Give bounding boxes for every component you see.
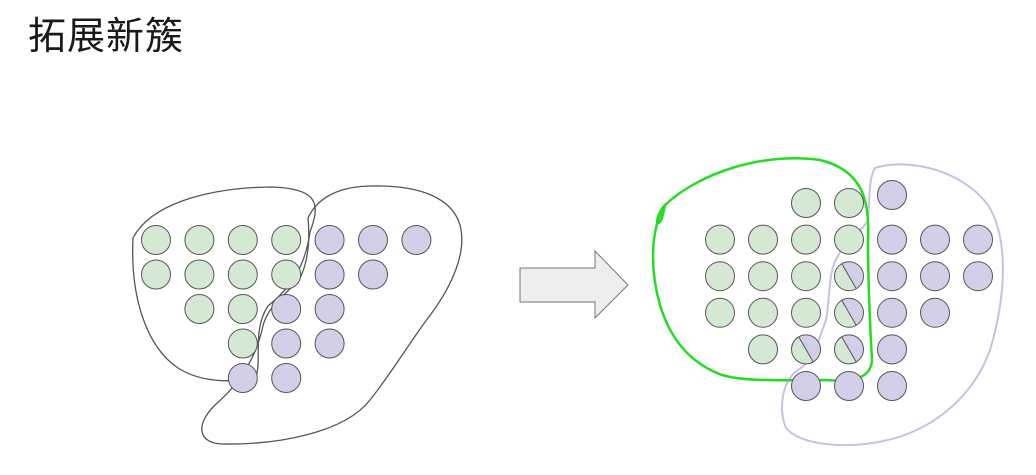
after-green-dot [748, 297, 778, 328]
slide-title: 拓展新簇 [28, 14, 185, 58]
after-split-dot [834, 261, 864, 292]
before-purple-dot [271, 294, 302, 324]
after-split-dot [834, 297, 864, 328]
after-purple-dot [963, 224, 993, 255]
after-green-dot [748, 261, 778, 292]
after-green-dot [748, 224, 778, 255]
before-purple-dot [401, 225, 432, 255]
before-purple-dot [358, 225, 388, 255]
after-purple-dot [920, 261, 950, 292]
before-green-dot [141, 259, 171, 290]
after-purple-dot [920, 224, 950, 255]
after-green-dot [791, 297, 821, 328]
before-green-dot [184, 294, 215, 324]
before-green-dot [141, 225, 171, 255]
before-green-cluster-outline [132, 186, 316, 382]
before-green-dot [184, 225, 215, 255]
before-dot-grid [141, 225, 432, 393]
after-cluster-outlines [651, 156, 1004, 447]
after-purple-dot [877, 224, 907, 255]
before-purple-dot [271, 363, 302, 393]
before-green-dot [227, 294, 258, 324]
after-split-dot [834, 334, 864, 365]
after-green-dot [748, 334, 778, 365]
before-purple-cluster-outline [201, 185, 463, 445]
after-green-dot [834, 188, 864, 218]
before-green-dot [271, 259, 302, 290]
after-green-dot [834, 224, 864, 255]
before-green-dot [227, 225, 258, 255]
before-purple-dot [227, 363, 258, 393]
before-purple-dot [314, 225, 345, 255]
before-green-dot [271, 225, 302, 255]
after-green-dot [705, 224, 735, 255]
before-green-dot [184, 259, 215, 290]
before-purple-dot [314, 259, 345, 290]
after-split-dot [791, 334, 821, 365]
after-purple-dot [877, 334, 907, 365]
after-purple-dot [877, 180, 907, 210]
after-purple-dot [877, 297, 907, 328]
before-green-dot [227, 328, 258, 359]
after-green-dot [705, 261, 735, 292]
before-purple-dot [314, 328, 345, 359]
after-purple-dot [877, 371, 907, 401]
after-green-dot [791, 188, 821, 218]
before-green-dot [227, 259, 258, 290]
after-purple-dot [791, 371, 821, 401]
after-green-dot [705, 297, 735, 328]
after-green-dot [791, 224, 821, 255]
before-purple-dot [358, 259, 388, 290]
after-purple-dot [920, 297, 950, 328]
after-dot-grid [705, 180, 993, 401]
after-purple-dot [877, 261, 907, 292]
before-cluster-outlines [132, 185, 463, 445]
right-arrow-icon [519, 249, 629, 320]
after-purple-dot [963, 261, 993, 292]
before-purple-dot [271, 328, 302, 359]
after-purple-dot [834, 371, 864, 401]
after-green-dot [791, 261, 821, 292]
before-purple-dot [314, 294, 345, 324]
